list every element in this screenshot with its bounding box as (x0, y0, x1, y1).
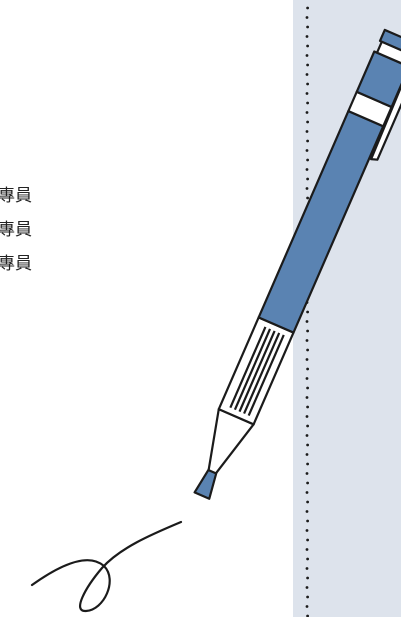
edge-dot (306, 614, 309, 617)
text-line-2: 專員 (0, 220, 32, 240)
edge-dot (305, 73, 309, 76)
text-line-1: 專員 (0, 186, 32, 206)
edge-dot (306, 310, 309, 314)
edge-dot (305, 377, 309, 380)
edge-dot (305, 187, 309, 190)
scribble-icon (30, 520, 183, 613)
edge-dot (306, 6, 309, 10)
edge-dot (305, 54, 309, 57)
edge-dot (305, 415, 309, 418)
edge-dot (305, 605, 309, 608)
text-lines: 專員 專員 專員 (0, 180, 32, 282)
edge-dot (306, 63, 309, 67)
edge-dot (306, 443, 309, 447)
edge-dot (305, 92, 309, 95)
edge-dot (305, 16, 309, 19)
edge-dot (305, 149, 309, 152)
edge-dot (306, 177, 309, 181)
edge-dot (306, 481, 309, 485)
edge-dot (306, 500, 309, 504)
edge-dot (305, 434, 309, 437)
edge-dot (306, 386, 309, 390)
edge-dot (306, 329, 309, 333)
edge-dot (306, 519, 309, 523)
edge-dot (306, 405, 309, 409)
edge-dot (305, 529, 309, 532)
edge-dot (306, 462, 309, 466)
edge-dot (305, 35, 309, 38)
edge-dot (306, 82, 309, 86)
edge-dot (306, 120, 309, 124)
edge-dot (305, 548, 309, 551)
edge-dot (306, 538, 309, 542)
edge-dot (306, 25, 309, 29)
edge-dot (305, 586, 309, 589)
edge-dot (305, 491, 309, 494)
edge-dot (305, 396, 309, 399)
edge-dot (305, 453, 309, 456)
edge-dot (306, 348, 309, 352)
edge-dot (305, 510, 309, 513)
edge-dot (305, 320, 309, 323)
edge-dot (306, 424, 309, 428)
edge-dot (305, 472, 309, 475)
edge-dot (305, 168, 309, 171)
edge-dot (306, 196, 309, 200)
pen-icon (193, 28, 401, 500)
dotted-edge (305, 6, 309, 617)
edge-dot (305, 339, 309, 342)
edge-dot (305, 111, 309, 114)
edge-dot (305, 130, 309, 133)
edge-dot (306, 367, 309, 371)
edge-dot (305, 567, 309, 570)
text-line-3: 專員 (0, 254, 32, 274)
edge-dot (306, 139, 309, 143)
edge-dot (306, 101, 309, 105)
edge-dot (305, 358, 309, 361)
edge-dot (306, 595, 309, 599)
edge-dot (306, 44, 309, 48)
edge-dot (306, 557, 309, 561)
edge-dot (306, 158, 309, 162)
edge-dot (306, 576, 309, 580)
